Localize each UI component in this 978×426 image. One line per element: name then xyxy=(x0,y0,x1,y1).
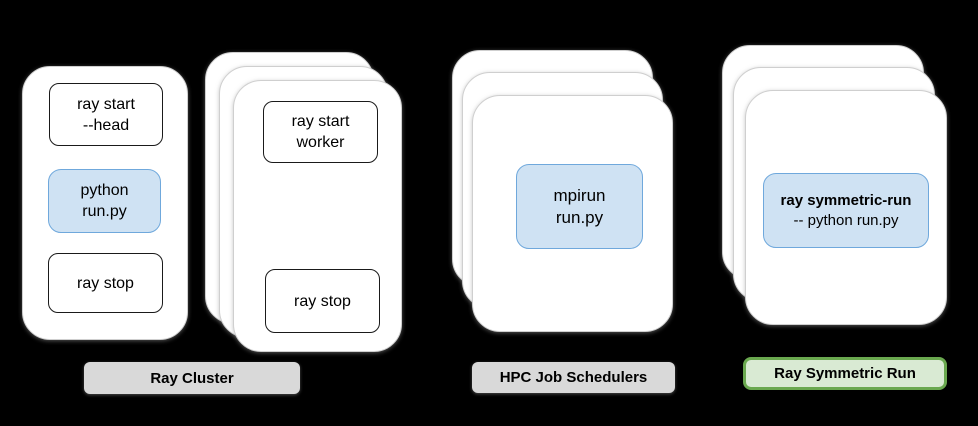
cmd-ray-stop-worker: ray stop xyxy=(265,269,380,333)
head-node-card: ray start --head python run.py ray stop xyxy=(22,66,188,340)
cmd-line: python xyxy=(80,182,129,199)
cmd-line: worker xyxy=(296,134,345,151)
label-hpc-job-schedulers: HPC Job Schedulers xyxy=(472,362,675,393)
cmd-ray-start-head: ray start --head xyxy=(49,83,163,146)
cmd-line: -- python run.py xyxy=(793,211,899,229)
cmd-line: ray stop xyxy=(77,274,134,292)
cmd-line: ray symmetric-run xyxy=(780,191,912,209)
worker-node-card-front: ray start worker ray stop xyxy=(233,80,402,352)
label-ray-cluster: Ray Cluster xyxy=(84,362,300,394)
cmd-ray-stop: ray stop xyxy=(48,253,163,313)
cmd-ray-start-worker: ray start worker xyxy=(263,101,378,163)
cmd-line: run.py xyxy=(555,207,604,227)
cmd-mpirun: mpirun run.py xyxy=(516,164,643,249)
cmd-line: ray start xyxy=(291,113,350,130)
symmetric-card-front: ray symmetric-run -- python run.py xyxy=(745,90,947,325)
cmd-line: ray stop xyxy=(294,292,351,310)
cmd-line: --head xyxy=(82,116,130,134)
cmd-python-run: python run.py xyxy=(48,169,161,233)
hpc-card-front: mpirun run.py xyxy=(472,95,673,332)
cmd-line: ray start xyxy=(77,95,135,113)
label-text: Ray Symmetric Run xyxy=(774,365,916,382)
cmd-ray-symmetric-run: ray symmetric-run -- python run.py xyxy=(763,173,929,248)
cmd-line: run.py xyxy=(82,203,127,220)
label-text: HPC Job Schedulers xyxy=(499,369,648,386)
cmd-line: mpirun xyxy=(553,185,606,205)
label-text: Ray Cluster xyxy=(150,369,234,387)
label-ray-symmetric-run: Ray Symmetric Run xyxy=(743,357,947,390)
